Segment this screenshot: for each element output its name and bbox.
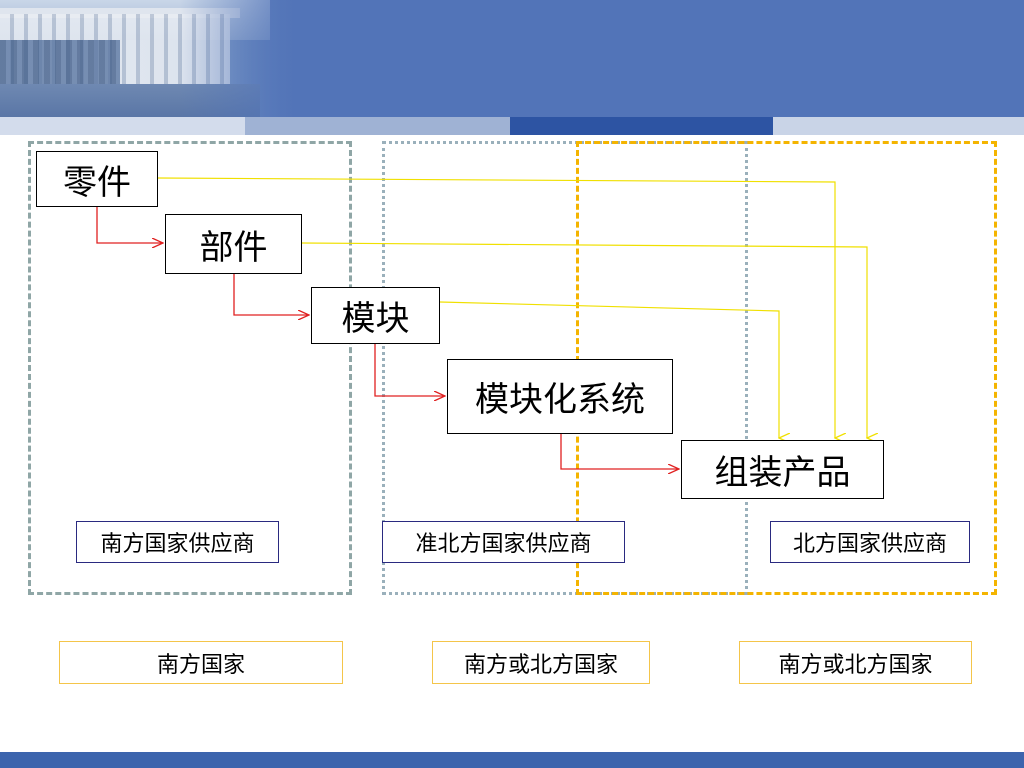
arrow-components-to-products <box>301 242 867 438</box>
footer-bar <box>0 752 1024 768</box>
arrow-parts-to-components <box>96 207 163 243</box>
arrow-modules-to-systems <box>374 344 445 396</box>
header-banner <box>0 0 1024 117</box>
header-stripe-segment <box>0 117 245 135</box>
quasi-north-supplier-label: 准北方国家供应商 <box>382 521 625 563</box>
node-modular-systems: 模块化系统 <box>447 359 673 434</box>
north-supplier-label: 北方国家供应商 <box>770 521 970 563</box>
header-stripe-segment <box>510 117 773 135</box>
arrow-components-to-modules <box>233 274 309 315</box>
arrow-parts-to-products <box>157 177 835 438</box>
header-stripe-segment <box>245 117 510 135</box>
south-supplier-region <box>28 141 352 595</box>
arrow-modules-to-products <box>439 301 779 438</box>
node-modules: 模块 <box>311 287 440 344</box>
country-label-south: 南方国家 <box>59 641 343 684</box>
country-label-right: 南方或北方国家 <box>739 641 972 684</box>
node-parts: 零件 <box>36 151 158 207</box>
country-label-middle: 南方或北方国家 <box>432 641 650 684</box>
node-assembled-products: 组装产品 <box>681 440 884 499</box>
header-stripe-segment <box>773 117 1024 135</box>
node-components: 部件 <box>165 214 302 274</box>
south-supplier-label: 南方国家供应商 <box>76 521 279 563</box>
arrow-systems-to-products <box>560 434 679 469</box>
quasi-north-supplier-region <box>382 141 748 595</box>
